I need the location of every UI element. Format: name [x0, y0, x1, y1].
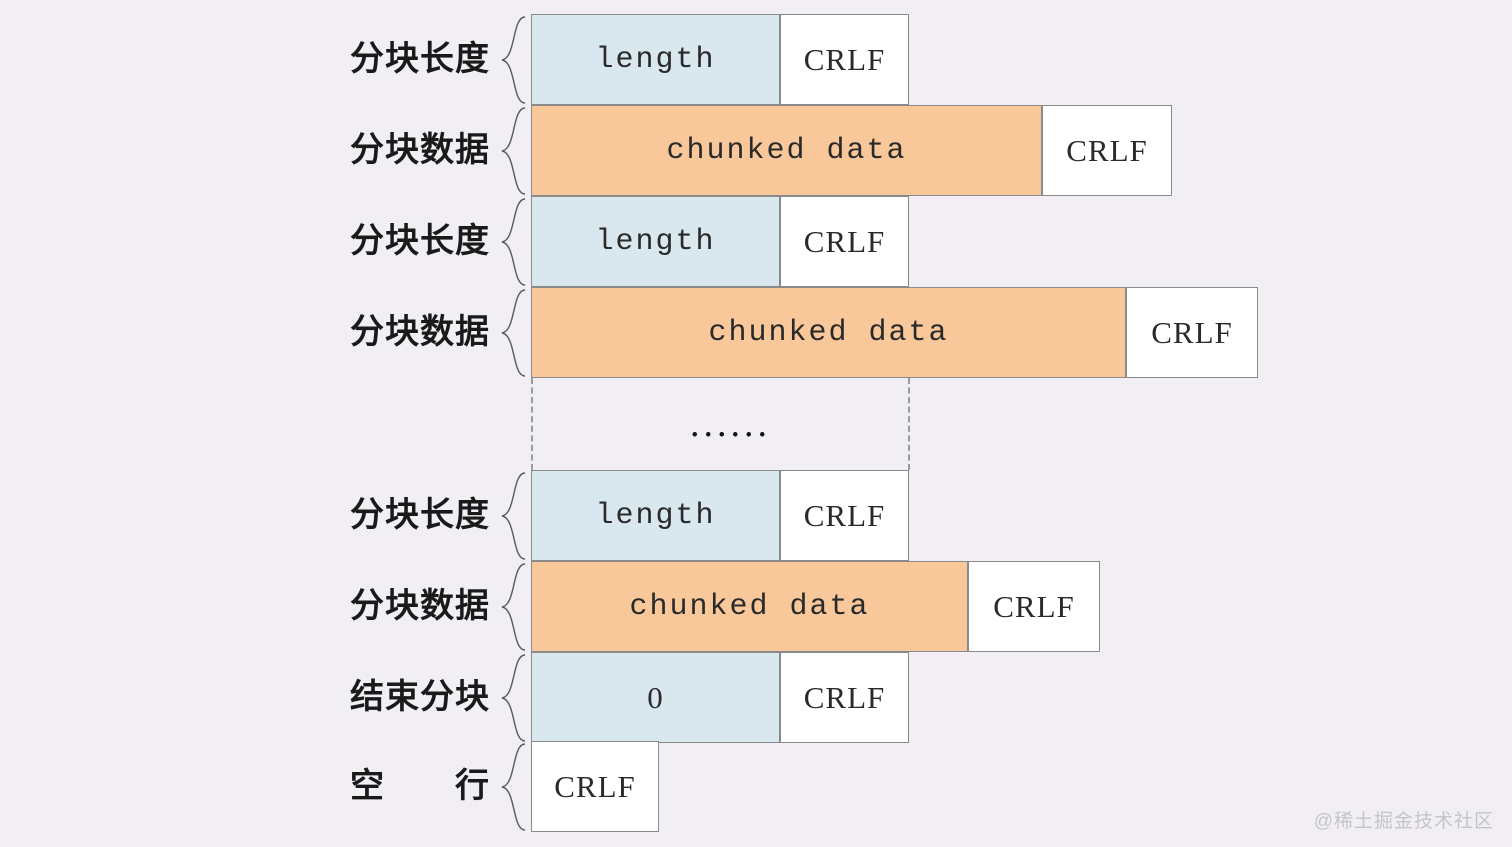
row-4-data-text: chunked data — [708, 315, 949, 350]
continuation-dash-line-right — [908, 378, 910, 470]
brace-3 — [500, 198, 526, 286]
row-2-crlf-cell: CRLF — [1042, 105, 1172, 196]
brace-4 — [500, 289, 526, 377]
row-label-4: 分块数据 — [350, 313, 490, 351]
continuation-ellipsis: ...... — [690, 403, 771, 445]
row-label-1: 分块长度 — [350, 40, 490, 78]
row-7-crlf-text: CRLF — [803, 679, 886, 715]
continuation-dash-line-left — [531, 378, 533, 470]
row-6-data-cell: chunked data — [531, 561, 968, 652]
row-label-5: 分块长度 — [350, 496, 490, 534]
row-8-crlf-text: CRLF — [554, 768, 636, 804]
row-1-crlf-cell: CRLF — [780, 14, 909, 105]
row-label-6: 分块数据 — [350, 587, 490, 625]
row-5-length-cell: length — [531, 470, 780, 561]
row-2-crlf-text: CRLF — [1066, 132, 1148, 168]
row-2-data-text: chunked data — [666, 133, 907, 168]
row-1-length-cell: length — [531, 14, 780, 105]
row-6-crlf-cell: CRLF — [968, 561, 1100, 652]
row-5-crlf-cell: CRLF — [780, 470, 909, 561]
brace-1 — [500, 16, 526, 104]
row-6-crlf-text: CRLF — [993, 588, 1075, 624]
row-7-zero-text: 0 — [647, 679, 664, 715]
row-8-crlf-cell: CRLF — [531, 741, 659, 832]
brace-5 — [500, 472, 526, 560]
row-5-length-text: length — [595, 498, 716, 533]
row-3-length-cell: length — [531, 196, 780, 287]
row-1-length-text: length — [595, 42, 716, 77]
row-1-crlf-text: CRLF — [803, 41, 886, 77]
row-3-crlf-cell: CRLF — [780, 196, 909, 287]
row-label-8: 空 行 — [350, 767, 490, 805]
brace-7 — [500, 654, 526, 742]
row-4-data-cell: chunked data — [531, 287, 1126, 378]
row-6-data-text: chunked data — [629, 589, 870, 624]
row-label-3: 分块长度 — [350, 222, 490, 260]
row-5-crlf-text: CRLF — [803, 497, 886, 533]
row-label-7: 结束分块 — [350, 678, 490, 716]
brace-6 — [500, 563, 526, 651]
brace-8 — [500, 743, 526, 831]
row-4-crlf-cell: CRLF — [1126, 287, 1258, 378]
row-2-data-cell: chunked data — [531, 105, 1042, 196]
row-3-length-text: length — [595, 224, 716, 259]
watermark-label: @稀土掘金技术社区 — [1313, 811, 1494, 832]
row-7-zero-cell: 0 — [531, 652, 780, 743]
row-3-crlf-text: CRLF — [803, 223, 886, 259]
row-label-2: 分块数据 — [350, 131, 490, 169]
row-4-crlf-text: CRLF — [1151, 314, 1233, 350]
brace-2 — [500, 107, 526, 195]
row-7-crlf-cell: CRLF — [780, 652, 909, 743]
